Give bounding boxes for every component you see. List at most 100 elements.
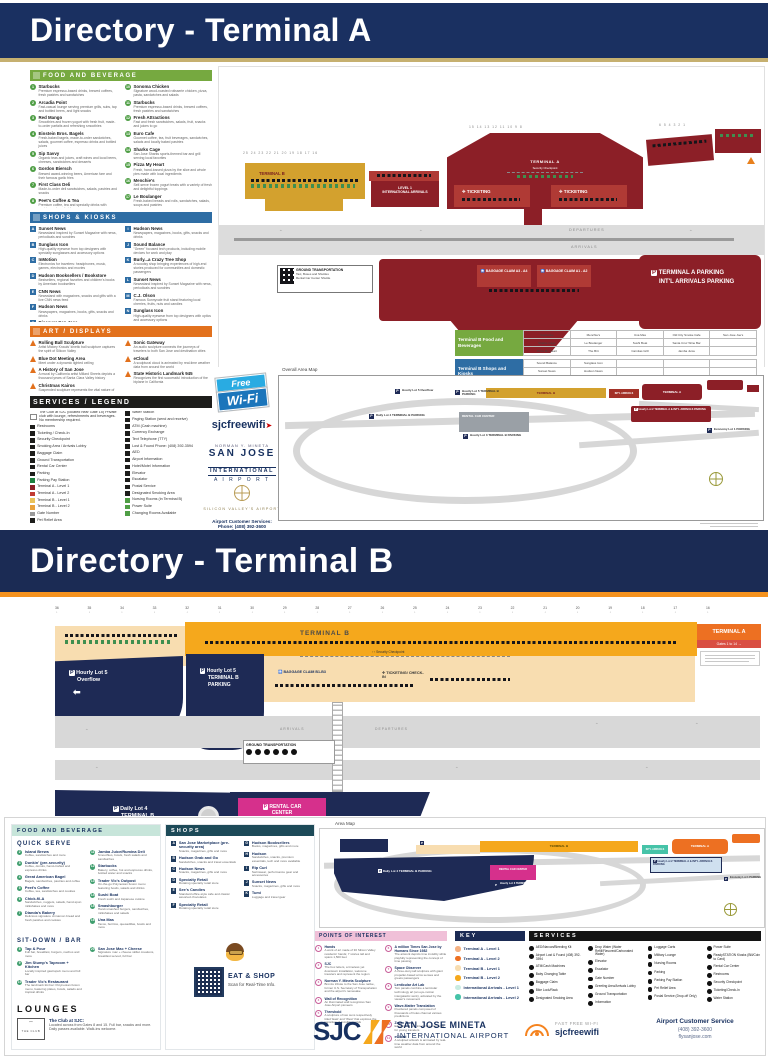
airport-logo-line2: SAN JOSE — [208, 448, 276, 459]
key-color-dot — [455, 975, 461, 981]
legend-item: Paging Station (send and receive) — [125, 417, 212, 423]
amenity-icon-strip — [251, 179, 359, 183]
services-col2: Drop Water (Water Refill/Flavored/Carbon… — [588, 945, 642, 1009]
customer-service-url: flysanjose.com — [678, 1034, 712, 1040]
service-item: Pet Relief Area — [647, 986, 702, 992]
item-letter: K — [244, 891, 250, 897]
service-icon — [647, 986, 653, 992]
airport-tagline: SILICON VALLEY'S AIRPORT — [203, 507, 281, 511]
legend-item: Ground Transportation — [30, 458, 117, 463]
item-number: 5 — [30, 150, 36, 157]
service-item: Restrooms — [706, 972, 761, 978]
road-lower: ← ← ← — [55, 760, 760, 780]
club-name: The Club at SJC: — [49, 1017, 85, 1023]
poi-number: 6 — [385, 945, 392, 952]
legend-item: Postal Service — [125, 484, 212, 490]
security-line — [507, 172, 583, 173]
wifi-logo-block: Free Wi-Fi sjcfreewifi➤ NORMAN Y. MINETA… — [198, 373, 286, 534]
service-icon — [647, 962, 653, 968]
baggage-icon: 🛄 — [480, 269, 485, 273]
table-header: Terminal B Shops and Kiosks — [458, 365, 507, 377]
legend-item: Smoking Area / Arrivals Lobby — [30, 444, 117, 450]
item-letter: K — [125, 257, 131, 264]
gate-number: 21↓ — [543, 606, 547, 614]
item-letter: F — [30, 304, 36, 311]
item-letter: E — [30, 288, 36, 295]
airport-logo-line4: A I R P O R T — [213, 477, 271, 483]
legend-icon — [30, 451, 35, 457]
ticketing-east: ✈ TICKETING — [551, 185, 627, 207]
legend-icon — [30, 491, 35, 497]
terminal-a-map: 25 24 23 22 21 20 19 18 17 16 15 14 13 1… — [218, 66, 765, 367]
security-dashed-line — [300, 656, 510, 657]
service-icon — [647, 970, 653, 976]
goggles — [229, 950, 243, 955]
service-item: AED/Narcan/Bleeding Kit — [529, 945, 583, 951]
key-color-dot — [455, 955, 461, 962]
item-number: 6 — [17, 896, 23, 902]
service-item: Parking — [647, 970, 702, 976]
baggage-claim-a34: 🛄 BAGGAGE CLAIM A3 - A4 — [477, 265, 531, 287]
service-item: Baby Changing Table — [529, 972, 583, 978]
legend-item: Elevator — [125, 471, 212, 476]
item-number: 16 — [90, 918, 96, 924]
aviator-cap — [226, 943, 244, 952]
terminal-a-shape3 — [747, 385, 759, 392]
terminal-b-shape: TERMINAL B — [486, 388, 606, 398]
lot-shape-h2: P Hourly Lot 2 TERMINAL A & INT'L ARRIVA… — [650, 857, 722, 873]
food-beverage-header-b: FOOD AND BEVERAGE — [12, 825, 160, 836]
legend-item: Pet Relief Area — [30, 518, 117, 523]
gate-number: 25↓ — [413, 606, 417, 614]
service-icon — [588, 960, 594, 965]
gate-number: 16↓ — [705, 606, 710, 614]
legend-item: Designated Smoking Area — [125, 491, 212, 496]
service-item: Security Checkpoint — [706, 981, 761, 986]
concourse-tan-shape — [416, 845, 480, 854]
service-item: Gate Number — [588, 976, 642, 982]
legend-item: Text Telephone (TTY) — [125, 437, 212, 443]
item-letter: C — [171, 866, 177, 873]
intl-arrivals-shape: INT'L ARRIVALS — [609, 389, 639, 398]
amenity-icon-strip — [430, 678, 510, 682]
page-title-terminal-b: Directory - Terminal B — [30, 542, 394, 580]
art-marker-icon — [30, 355, 36, 362]
gate-numbers-right: 6 5 4 3 2 1 — [659, 123, 687, 127]
item-letter: M — [125, 292, 131, 299]
item-number: 10 — [125, 84, 131, 90]
legend-icon — [30, 484, 35, 490]
service-icon — [647, 946, 653, 951]
legend-icon — [30, 518, 35, 523]
wifi-icon — [523, 1018, 551, 1036]
road-loop — [293, 398, 637, 504]
service-icon — [647, 954, 653, 959]
item-letter: L — [125, 277, 131, 284]
taxi-icon — [264, 749, 270, 755]
item-letter: B — [30, 241, 36, 248]
sjc-logo: SJC — [313, 1016, 362, 1046]
legend-icon — [125, 457, 130, 463]
ticketing-west: ✈ TICKETING — [454, 185, 530, 207]
key-color-dot — [455, 965, 461, 971]
item-letter: I — [125, 226, 131, 232]
legend-icon — [125, 451, 130, 456]
baggage-icon: 🛄 — [278, 670, 283, 674]
